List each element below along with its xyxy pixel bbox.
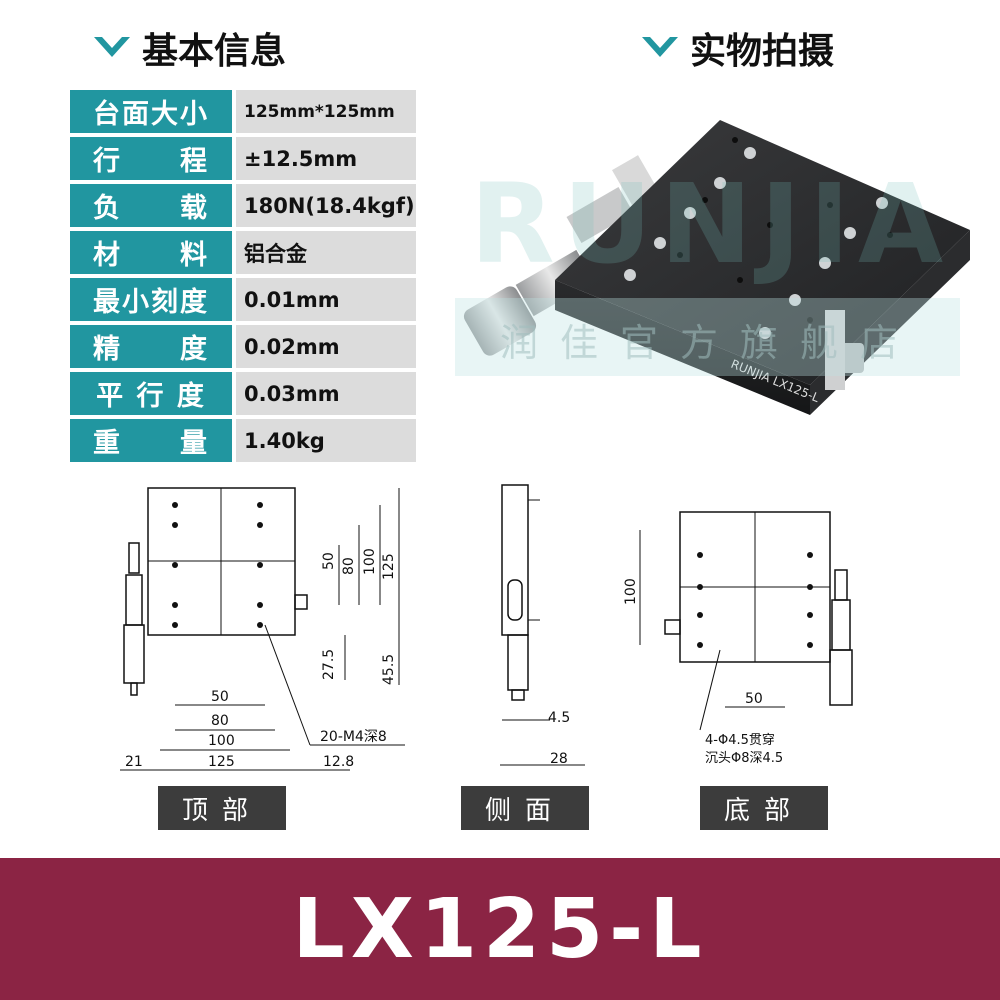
spec-value: ±12.5mm xyxy=(236,137,416,180)
model-name: LX125-L xyxy=(292,881,708,977)
spec-value: 0.03mm xyxy=(236,372,416,415)
spec-label: 行 程 xyxy=(70,137,232,180)
spec-label: 材 料 xyxy=(70,231,232,274)
spec-row: 平 行 度 0.03mm xyxy=(70,372,416,415)
info-section-title: 基本信息 xyxy=(92,22,286,74)
spec-label: 精 度 xyxy=(70,325,232,368)
watermark-store: 润佳官方旗舰店 xyxy=(500,321,921,365)
spec-label: 台面大小 xyxy=(70,90,232,133)
dim-label: 28 xyxy=(550,751,568,767)
chevron-down-icon xyxy=(94,37,130,57)
dim-label: 80 xyxy=(341,557,357,575)
spec-row: 材 料 铝合金 xyxy=(70,231,416,274)
hole-note: 沉头Φ8深4.5 xyxy=(705,751,783,766)
dim-label: 100 xyxy=(208,733,235,749)
spec-label: 最小刻度 xyxy=(70,278,232,321)
spec-row: 最小刻度 0.01mm xyxy=(70,278,416,321)
dim-label: 50 xyxy=(211,689,229,705)
product-photo: RUNJIA LX125-L xyxy=(463,120,970,415)
info-title-text: 基本信息 xyxy=(142,31,287,72)
chevron-down-icon xyxy=(642,37,678,57)
dim-label: 80 xyxy=(211,713,229,729)
dim-label: 21 xyxy=(125,754,143,770)
spec-label: 负 载 xyxy=(70,184,232,227)
model-banner: LX125-L xyxy=(0,858,1000,1000)
spec-row: 台面大小 125mm*125mm xyxy=(70,90,416,133)
dim-label: 100 xyxy=(362,548,378,575)
photo-section-title: 实物拍摄 xyxy=(640,22,834,74)
hole-note: 20-M4深8 xyxy=(320,729,387,745)
spec-value: 0.02mm xyxy=(236,325,416,368)
spec-value: 1.40kg xyxy=(236,419,416,462)
spec-value: 铝合金 xyxy=(236,231,416,274)
hole-note: 4-Φ4.5贯穿 xyxy=(705,732,775,748)
dim-label: 100 xyxy=(623,578,639,605)
dim-label: 125 xyxy=(381,553,397,580)
watermark-brand: RUNJIA xyxy=(470,160,952,288)
spec-label: 重 量 xyxy=(70,419,232,462)
spec-label: 平 行 度 xyxy=(70,372,232,415)
spec-row: 负 载 180N(18.4kgf) xyxy=(70,184,416,227)
dim-label: 125 xyxy=(208,754,235,770)
photo-title-text: 实物拍摄 xyxy=(690,31,835,72)
spec-row: 精 度 0.02mm xyxy=(70,325,416,368)
caption-side: 侧面 xyxy=(461,786,589,830)
spec-table: 台面大小 125mm*125mm 行 程 ±12.5mm 负 载 180N(18… xyxy=(70,90,416,466)
dim-label: 50 xyxy=(321,552,337,570)
caption-bottom: 底部 xyxy=(700,786,828,830)
spec-value: 180N(18.4kgf) xyxy=(236,184,416,227)
dim-label: 45.5 xyxy=(381,654,397,685)
top-view-drawing: 50 80 100 125 27.5 45.5 50 80 100 125 21… xyxy=(120,487,405,771)
spec-row: 行 程 ±12.5mm xyxy=(70,137,416,180)
side-view-drawing: 4.5 28 xyxy=(500,484,585,767)
spec-value: 0.01mm xyxy=(236,278,416,321)
dim-label: 12.8 xyxy=(323,754,354,770)
spec-value: 125mm*125mm xyxy=(236,90,416,133)
dim-label: 50 xyxy=(745,691,763,707)
bottom-view-drawing: 100 50 4-Φ4.5贯穿 沉头Φ8深4.5 xyxy=(623,511,853,766)
dim-label: 4.5 xyxy=(548,710,570,726)
dim-label: 27.5 xyxy=(321,649,337,680)
caption-top: 顶部 xyxy=(158,786,286,830)
spec-row: 重 量 1.40kg xyxy=(70,419,416,462)
watermark-band xyxy=(455,298,960,376)
